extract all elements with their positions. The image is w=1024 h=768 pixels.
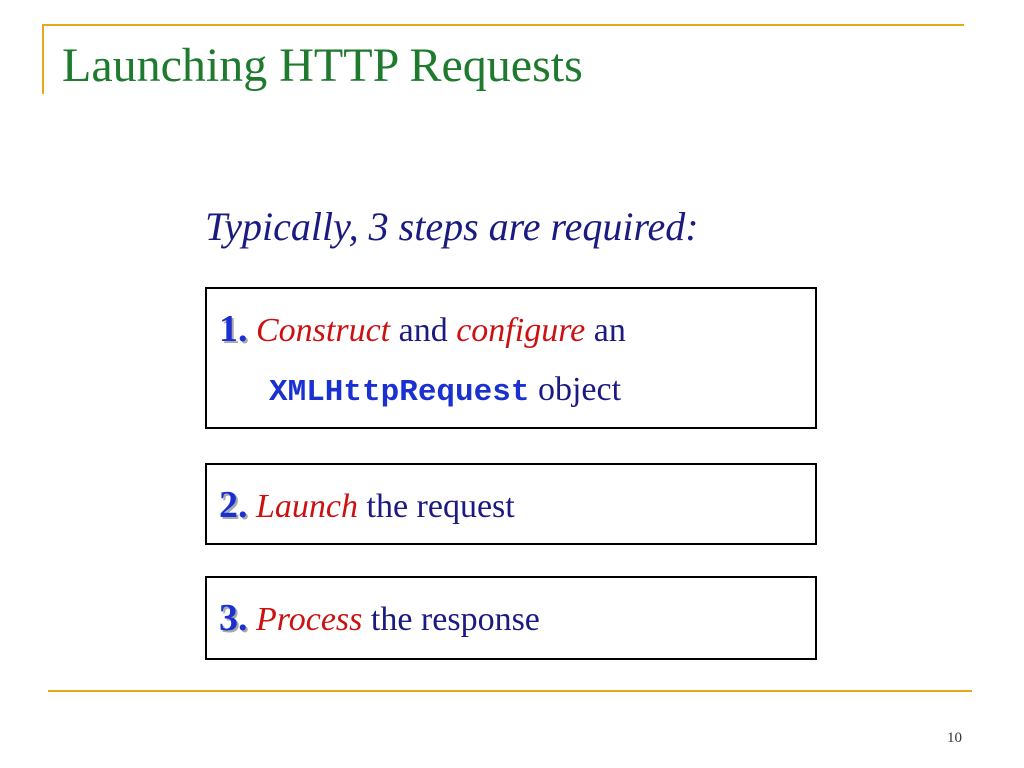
left-rule — [42, 24, 44, 94]
step-text: an — [593, 312, 626, 349]
step-verb: configure — [456, 312, 586, 349]
step-verb: Launch — [256, 488, 358, 525]
step-number: 3. — [219, 597, 248, 639]
step-box-3: 3. Process the response — [205, 576, 817, 660]
top-rule — [42, 24, 964, 26]
step-verb: Construct — [256, 312, 391, 349]
step-verb: Process — [256, 601, 363, 638]
step-1-line-1: 1. Construct and configure an — [219, 308, 626, 351]
slide-title: Launching HTTP Requests — [62, 39, 583, 92]
step-number: 2. — [219, 484, 248, 526]
step-3-line: 3. Process the response — [219, 597, 540, 640]
step-text: and — [398, 312, 448, 349]
step-box-1: 1. Construct and configure an XMLHttpReq… — [205, 287, 817, 429]
step-box-2: 2. Launch the request — [205, 463, 817, 545]
step-text: the response — [370, 601, 540, 638]
step-2-line: 2. Launch the request — [219, 484, 515, 527]
code-term: XMLHttpRequest — [269, 375, 530, 410]
page-number: 10 — [947, 730, 962, 746]
intro-text: Typically, 3 steps are required: — [205, 204, 699, 249]
step-1-line-2: XMLHttpRequest object — [269, 371, 621, 410]
step-number: 1. — [219, 308, 248, 350]
bottom-rule — [48, 690, 972, 692]
step-text: object — [537, 371, 622, 408]
step-text: the request — [366, 488, 515, 525]
